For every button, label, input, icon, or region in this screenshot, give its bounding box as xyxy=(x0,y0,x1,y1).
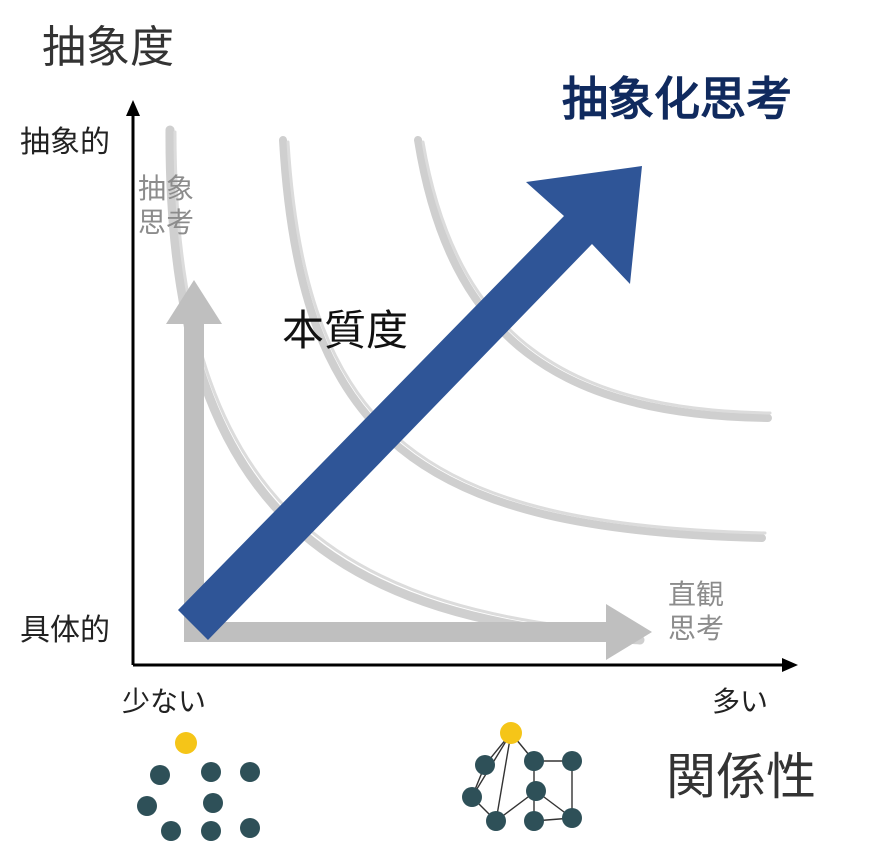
node xyxy=(161,821,181,841)
node xyxy=(475,755,495,775)
vertical-arrow xyxy=(166,280,222,642)
contour-curve-3 xyxy=(414,136,772,422)
main-arrow xyxy=(178,166,642,640)
y-axis-arrowhead xyxy=(126,100,140,116)
x-axis-high-label: 多い xyxy=(712,685,769,718)
main-arrow-label: 抽象化思考 xyxy=(562,72,792,126)
y-axis-low-label: 具体的 xyxy=(20,613,110,648)
y-axis-title: 抽象度 xyxy=(42,22,174,73)
node xyxy=(201,762,221,782)
horizontal-arrow-label: 直観思考 xyxy=(668,578,725,646)
node xyxy=(240,818,260,838)
network-many xyxy=(462,722,582,831)
network-edges xyxy=(471,732,573,822)
node xyxy=(562,751,582,771)
node xyxy=(462,787,482,807)
node-focus xyxy=(175,732,197,754)
x-axis-low-label: 少ない xyxy=(122,685,207,718)
axes xyxy=(126,100,798,672)
node xyxy=(201,821,221,841)
contour-curve-3b xyxy=(421,140,772,415)
contour-curve-2b xyxy=(286,140,767,535)
y-axis-high-label: 抽象的 xyxy=(20,125,110,160)
node xyxy=(562,808,582,828)
node-focus xyxy=(500,722,522,744)
essence-label: 本質度 xyxy=(282,306,409,355)
node xyxy=(524,751,544,771)
node xyxy=(137,796,157,816)
x-axis-arrowhead xyxy=(782,658,798,672)
vertical-arrow-label: 抽象思考 xyxy=(138,172,195,240)
node xyxy=(526,781,546,801)
node xyxy=(203,793,223,813)
network-few xyxy=(137,732,260,841)
node xyxy=(240,762,260,782)
horizontal-arrow xyxy=(184,604,652,660)
x-axis-title: 関係性 xyxy=(666,748,816,806)
node xyxy=(150,765,170,785)
node xyxy=(524,811,544,831)
node xyxy=(486,811,506,831)
contour-curve-2 xyxy=(279,136,766,542)
